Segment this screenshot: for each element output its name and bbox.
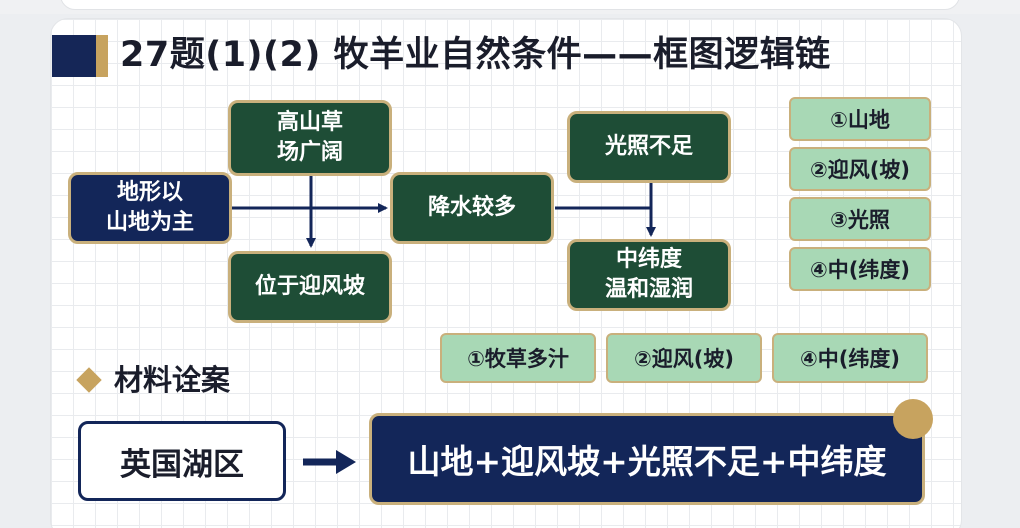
node-sunlight-label: 光照不足 (604, 134, 693, 159)
title-accent-gold (96, 35, 108, 77)
keyword-tag-juicy-grass: ①牧草多汁 (440, 333, 596, 383)
node-terrain: 地形以 山地为主 (68, 172, 232, 244)
node-terrain-label: 地形以 山地为主 (105, 180, 194, 235)
section-title-material: 材料诠案 (114, 363, 231, 397)
result-box: 山地+迎风坡+光照不足+中纬度 (369, 413, 925, 505)
node-windward: 位于迎风坡 (228, 251, 392, 323)
keyword-tag-mountain: ①山地 (789, 97, 931, 141)
node-precip: 降水较多 (390, 172, 554, 244)
node-sunlight: 光照不足 (567, 111, 731, 183)
page-title: 27题(1)(2) 牧羊业自然条件——框图逻辑链 (120, 35, 831, 75)
arrow-region-to-result-head (336, 450, 356, 474)
region-box: 英国湖区 (78, 421, 286, 501)
title-accent-block (52, 35, 96, 77)
keyword-tag-windward: ②迎风(坡) (789, 147, 931, 191)
node-grassland: 高山草 场广阔 (228, 100, 392, 176)
node-windward-label: 位于迎风坡 (254, 274, 365, 299)
node-latitude: 中纬度 温和湿润 (567, 239, 731, 311)
gold-dot-decoration (893, 399, 933, 439)
keyword-tag-latitude: ④中(纬度) (789, 247, 931, 291)
node-precip-label: 降水较多 (427, 195, 516, 220)
node-latitude-label: 中纬度 温和湿润 (604, 247, 693, 302)
keyword-tag-sunlight: ③光照 (789, 197, 931, 241)
keyword-tag-latitude-bottom: ④中(纬度) (772, 333, 928, 383)
node-grassland-label: 高山草 场广阔 (276, 110, 343, 165)
keyword-tag-windward-bottom: ②迎风(坡) (606, 333, 762, 383)
